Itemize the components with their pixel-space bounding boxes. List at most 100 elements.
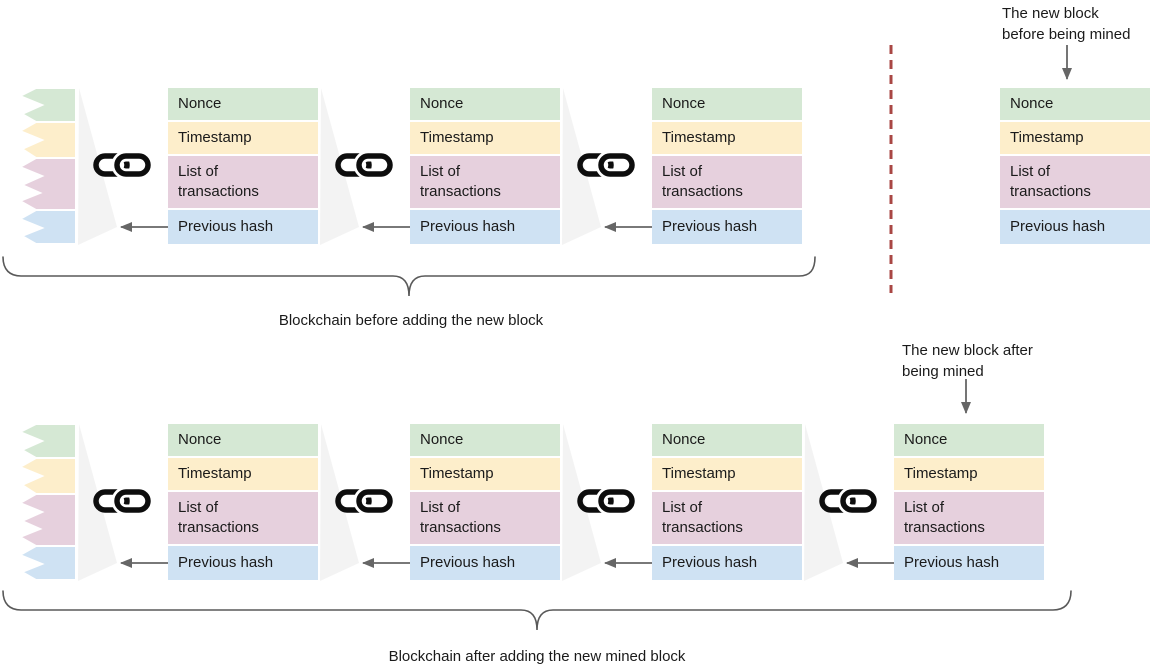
block-row-timestamp-label: Timestamp — [662, 465, 736, 482]
block-row-transactions: List of transactions — [1000, 156, 1150, 210]
block-new-unmined: Nonce Timestamp List of transactions Pre… — [1000, 88, 1150, 244]
block-row-nonce: Nonce — [1000, 88, 1150, 122]
block-bottom-1: Nonce Timestamp List of transactions Pre… — [168, 424, 318, 580]
block-row-transactions-label: List of transactions — [904, 499, 985, 536]
caption-after: Blockchain after adding the new mined bl… — [388, 648, 686, 665]
block-row-nonce-label: Nonce — [904, 431, 948, 448]
chain-link-icon — [819, 488, 877, 514]
block-row-transactions: List of transactions — [410, 492, 560, 546]
block-row-previous-hash-label: Previous hash — [1010, 218, 1106, 235]
previous-hash-arrow — [362, 222, 411, 232]
previous-hash-arrow — [120, 222, 169, 232]
block-row-nonce-label: Nonce — [1010, 95, 1054, 112]
previous-hash-arrow — [604, 558, 653, 568]
block-row-previous-hash-label: Previous hash — [662, 554, 758, 571]
chain-link-icon — [577, 488, 635, 514]
block-new-mined: Nonce Timestamp List of transactions Pre… — [894, 424, 1044, 580]
block-row-nonce: Nonce — [652, 424, 802, 458]
previous-hash-arrow — [604, 222, 653, 232]
previous-hash-arrow — [362, 558, 411, 568]
caption-before: Blockchain before adding the new block — [278, 312, 544, 329]
block-row-timestamp: Timestamp — [652, 122, 802, 156]
annotation-before-mining-line2: before being mined — [1002, 26, 1131, 43]
block-row-nonce-label: Nonce — [420, 95, 464, 112]
block-top-1: Nonce Timestamp List of transactions Pre… — [168, 88, 318, 244]
chain-link-icon — [577, 152, 635, 178]
block-top-2: Nonce Timestamp List of transactions Pre… — [410, 88, 560, 244]
chain-link-icon — [335, 488, 393, 514]
block-row-timestamp-label: Timestamp — [420, 465, 494, 482]
block-row-previous-hash: Previous hash — [410, 210, 560, 244]
block-row-timestamp-label: Timestamp — [1010, 129, 1084, 146]
block-row-transactions-label: List of transactions — [662, 163, 743, 200]
annotation-after-mining-line1: The new block after — [902, 342, 1033, 359]
block-bottom-3: Nonce Timestamp List of transactions Pre… — [652, 424, 802, 580]
previous-hash-arrow — [120, 558, 169, 568]
block-row-transactions-label: List of transactions — [662, 499, 743, 536]
block-row-previous-hash: Previous hash — [894, 546, 1044, 580]
block-row-previous-hash-label: Previous hash — [420, 218, 516, 235]
block-row-nonce-label: Nonce — [662, 95, 706, 112]
block-row-transactions: List of transactions — [168, 156, 318, 210]
block-row-nonce: Nonce — [410, 88, 560, 122]
block-row-timestamp: Timestamp — [652, 458, 802, 492]
block-row-timestamp: Timestamp — [410, 458, 560, 492]
block-row-previous-hash-label: Previous hash — [662, 218, 758, 235]
brace-before — [2, 256, 816, 297]
block-row-previous-hash: Previous hash — [1000, 210, 1150, 244]
block-row-transactions-label: List of transactions — [178, 163, 259, 200]
annotation-after-mining: The new block after being mined — [902, 340, 1033, 382]
chain-link-icon — [335, 152, 393, 178]
block-row-timestamp: Timestamp — [410, 122, 560, 156]
block-row-timestamp: Timestamp — [894, 458, 1044, 492]
block-row-timestamp-label: Timestamp — [178, 129, 252, 146]
annotation-arrow — [961, 379, 971, 414]
collapsed-chain-stack — [17, 87, 77, 245]
block-row-transactions-label: List of transactions — [420, 499, 501, 536]
block-row-nonce-label: Nonce — [420, 431, 464, 448]
block-row-previous-hash: Previous hash — [168, 210, 318, 244]
block-row-previous-hash-label: Previous hash — [178, 554, 274, 571]
block-row-previous-hash-label: Previous hash — [178, 218, 274, 235]
chain-link-icon — [93, 152, 151, 178]
block-row-nonce: Nonce — [410, 424, 560, 458]
collapsed-chain-stack — [17, 423, 77, 581]
block-row-timestamp-label: Timestamp — [662, 129, 736, 146]
annotation-before-mining-line1: The new block — [1002, 5, 1099, 22]
block-row-nonce: Nonce — [168, 424, 318, 458]
block-row-transactions: List of transactions — [168, 492, 318, 546]
block-row-nonce: Nonce — [652, 88, 802, 122]
block-row-transactions-label: List of transactions — [178, 499, 259, 536]
block-row-nonce-label: Nonce — [178, 95, 222, 112]
block-row-nonce-label: Nonce — [178, 431, 222, 448]
block-row-timestamp: Timestamp — [168, 458, 318, 492]
block-row-previous-hash: Previous hash — [652, 210, 802, 244]
previous-hash-arrow — [846, 558, 895, 568]
block-row-nonce: Nonce — [168, 88, 318, 122]
block-row-timestamp: Timestamp — [1000, 122, 1150, 156]
block-row-previous-hash: Previous hash — [168, 546, 318, 580]
block-row-previous-hash: Previous hash — [410, 546, 560, 580]
block-bottom-2: Nonce Timestamp List of transactions Pre… — [410, 424, 560, 580]
block-row-timestamp: Timestamp — [168, 122, 318, 156]
block-row-previous-hash-label: Previous hash — [420, 554, 516, 571]
block-row-previous-hash-label: Previous hash — [904, 554, 1000, 571]
annotation-before-mining: The new block before being mined — [1002, 3, 1130, 45]
brace-after — [2, 590, 1072, 631]
chain-link-icon — [93, 488, 151, 514]
block-row-timestamp-label: Timestamp — [178, 465, 252, 482]
block-row-timestamp-label: Timestamp — [904, 465, 978, 482]
block-top-3: Nonce Timestamp List of transactions Pre… — [652, 88, 802, 244]
block-row-transactions-label: List of transactions — [420, 163, 501, 200]
block-row-timestamp-label: Timestamp — [420, 129, 494, 146]
block-row-previous-hash: Previous hash — [652, 546, 802, 580]
block-row-transactions: List of transactions — [894, 492, 1044, 546]
block-row-transactions-label: List of transactions — [1010, 163, 1091, 200]
block-row-nonce: Nonce — [894, 424, 1044, 458]
block-row-transactions: List of transactions — [652, 492, 802, 546]
annotation-after-mining-line2: being mined — [902, 363, 984, 380]
block-row-nonce-label: Nonce — [662, 431, 706, 448]
block-row-transactions: List of transactions — [652, 156, 802, 210]
block-row-transactions: List of transactions — [410, 156, 560, 210]
